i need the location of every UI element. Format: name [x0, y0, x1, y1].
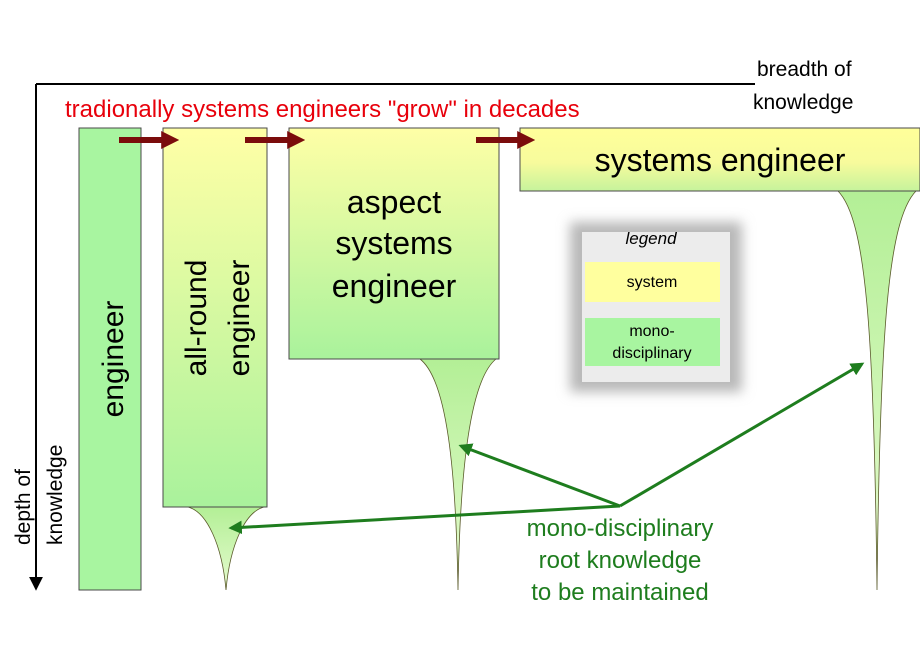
legend-swatch-mono	[585, 318, 720, 366]
root-systems-engineer	[837, 190, 917, 591]
legend-title: legend	[625, 229, 677, 248]
box-aspect-systems-engineer	[288, 127, 500, 360]
box-allround-label-line2: engineer	[223, 260, 256, 377]
diagram-title: tradionally systems engineers "grow" in …	[65, 96, 580, 123]
legend-label-system: system	[627, 274, 678, 291]
annotation-line1: mono-disciplinary	[527, 515, 714, 542]
annotation-arrow-systems	[619, 362, 865, 508]
axes: breadth of knowledge depth of knowledge	[12, 58, 853, 591]
legend: legend system mono- disciplinary	[570, 222, 742, 392]
box-systems-engineer	[519, 127, 920, 192]
box-systems-engineer-label: systems engineer	[595, 142, 846, 178]
box-aspect-label-line2: systems	[335, 225, 452, 261]
root-allround	[187, 506, 265, 591]
box-aspect-label-line1: aspect	[347, 184, 441, 220]
box-engineer	[78, 127, 142, 591]
annotation-arrows	[228, 362, 865, 535]
box-allround-engineer	[162, 127, 268, 508]
y-axis-label-line1: depth of	[12, 469, 35, 545]
legend-label-mono-line1: mono-	[629, 323, 674, 340]
legend-swatch-system	[585, 262, 720, 302]
box-engineer-label: engineer	[97, 301, 130, 418]
y-axis-label-line2: knowledge	[44, 445, 67, 545]
annotation-line3: to be maintained	[531, 579, 708, 606]
annotation-arrow-allround	[228, 504, 621, 535]
box-allround-label-line1: all-round	[180, 260, 213, 377]
annotation-line2: root knowledge	[539, 547, 702, 574]
root-aspect	[418, 358, 498, 591]
annotation-arrow-aspect	[458, 443, 621, 508]
x-axis-label-line2: knowledge	[753, 91, 853, 114]
legend-label-mono-line2: disciplinary	[612, 345, 691, 362]
box-aspect-label-line3: engineer	[332, 268, 457, 304]
x-axis-label-line1: breadth of	[757, 58, 852, 81]
